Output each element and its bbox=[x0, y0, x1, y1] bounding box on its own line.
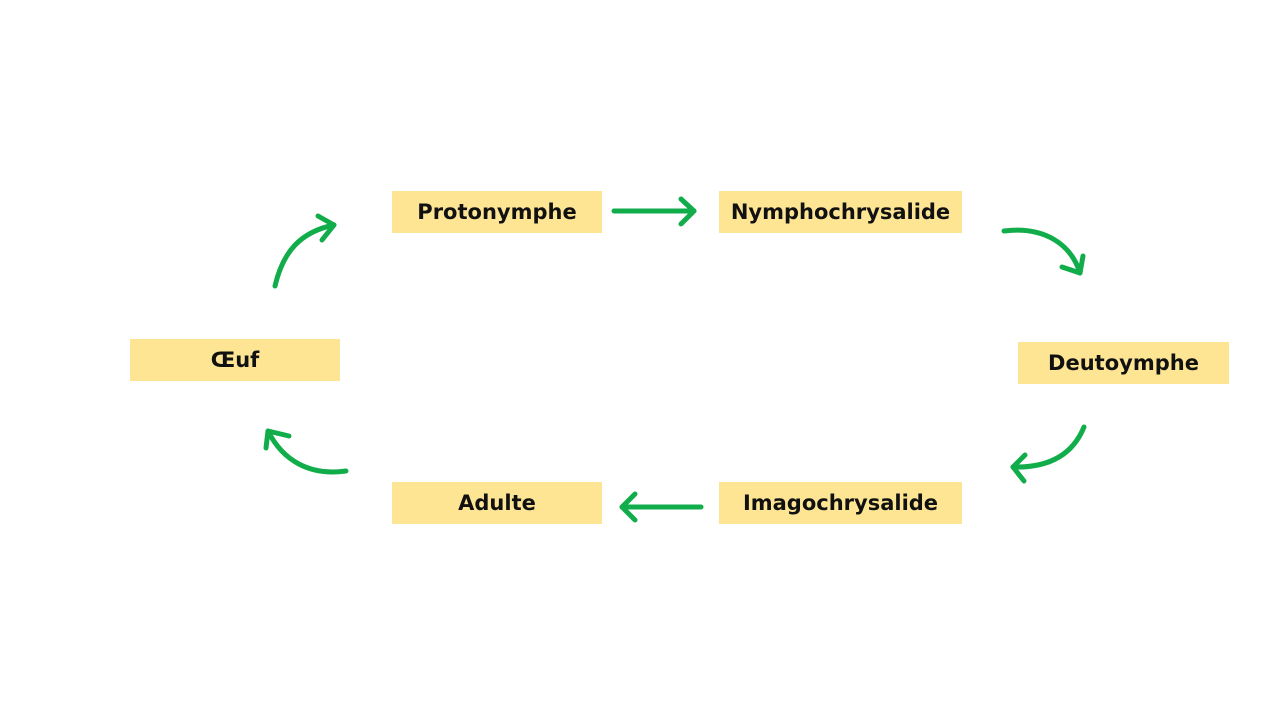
node-label: Imagochrysalide bbox=[742, 491, 939, 515]
node-label: Adulte bbox=[458, 491, 536, 515]
arrow-adulte-to-oeuf bbox=[265, 428, 349, 475]
arrow-head-oeuf-to-protonymphe bbox=[315, 213, 337, 243]
node-label: Œuf bbox=[210, 348, 260, 372]
arrow-nymphochrysalide-to-deutoymphe bbox=[1001, 227, 1083, 276]
node-label: Deutoymphe bbox=[1048, 351, 1199, 375]
arrow-head-nymphochrysalide-to-deutoymphe bbox=[1059, 253, 1086, 276]
node-label: Nymphochrysalide bbox=[730, 200, 951, 224]
arrow-head-imagochrysalide-to-adulte bbox=[619, 491, 638, 523]
arrow-head-deutoymphe-to-imagochrysalide bbox=[1010, 452, 1028, 484]
node-oeuf: Œuf bbox=[130, 339, 340, 381]
arrow-head-protonymphe-to-nymphochrysalide bbox=[678, 196, 697, 227]
node-imagochrysalide: Imagochrysalide bbox=[719, 482, 962, 524]
arrow-head-adulte-to-oeuf bbox=[263, 428, 292, 451]
arrow-oeuf-to-protonymphe bbox=[272, 222, 337, 289]
node-protonymphe: Protonymphe bbox=[392, 191, 602, 233]
node-adulte: Adulte bbox=[392, 482, 602, 524]
node-nymphochrysalide: Nymphochrysalide bbox=[719, 191, 962, 233]
node-label: Protonymphe bbox=[417, 200, 577, 224]
node-deutoymphe: Deutoymphe bbox=[1018, 342, 1229, 384]
arrow-deutoymphe-to-imagochrysalide bbox=[1010, 424, 1087, 470]
